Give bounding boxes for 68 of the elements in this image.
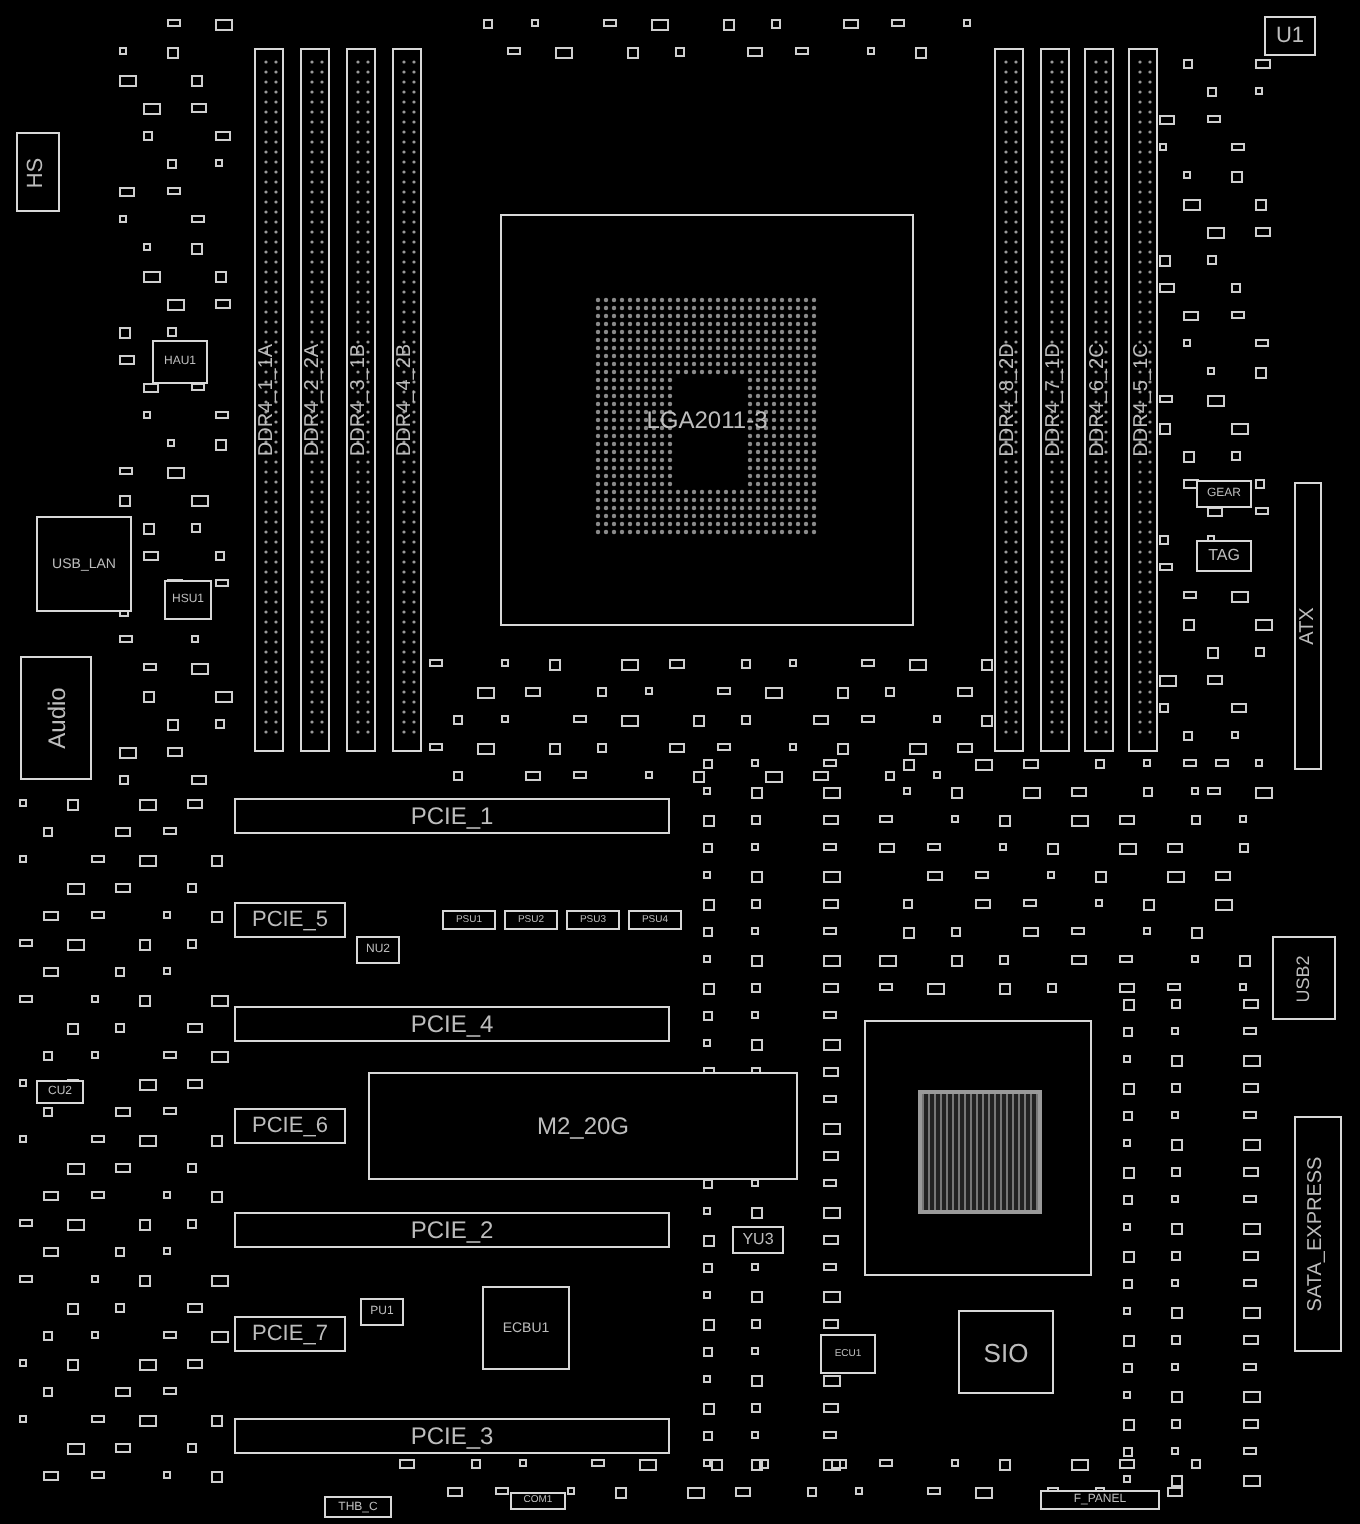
component-label: USB2: [1295, 954, 1313, 1002]
component-label: PCIE_4: [410, 1012, 494, 1036]
component-label: DDR4_3_1B: [351, 343, 371, 457]
component-outline: [1272, 936, 1336, 1020]
component-outline: [510, 1492, 566, 1510]
component-outline: [1196, 480, 1252, 508]
component-outline: [20, 656, 92, 780]
component-outline: [360, 1298, 404, 1326]
component-label: TAG: [1208, 548, 1240, 564]
component-outline: [16, 132, 60, 212]
component-outline: [234, 1418, 670, 1454]
component-outline: [1264, 16, 1316, 56]
component-label: PCIE_1: [410, 804, 494, 828]
component-label: U1: [1275, 25, 1305, 47]
component-outline: [368, 1072, 798, 1180]
component-outline: [958, 1310, 1054, 1394]
component-outline: [234, 1006, 670, 1042]
memory-slot: [392, 48, 422, 752]
component-label: M2_20G: [536, 1114, 630, 1138]
component-outline: [1294, 1116, 1342, 1352]
component-outline: [234, 1108, 346, 1144]
component-label: DDR4_7_1D: [1045, 343, 1065, 457]
component-label: PCIE_6: [252, 1115, 328, 1137]
component-outline: [442, 910, 496, 930]
component-label: PCIE_7: [252, 1323, 328, 1345]
component-outline: [356, 936, 400, 964]
component-outline: [164, 580, 212, 620]
component-outline: [234, 1316, 346, 1352]
component-outline: [628, 910, 682, 930]
component-label: LGA2011-3: [646, 408, 768, 432]
component-label: PCIE_3: [410, 1424, 494, 1448]
memory-slot: [1040, 48, 1070, 752]
memory-slot: [1128, 48, 1158, 752]
component-outline: [324, 1496, 392, 1518]
component-outline: [1196, 540, 1252, 572]
component-outline: [482, 1286, 570, 1370]
component-label: SIO: [983, 1339, 1029, 1365]
memory-slot: [1084, 48, 1114, 752]
component-label: DDR4_1_1A: [259, 343, 279, 457]
component-label: PCIE_2: [410, 1218, 494, 1242]
memory-slot: [254, 48, 284, 752]
memory-slot: [300, 48, 330, 752]
component-label: DDR4_8_2D: [999, 343, 1019, 457]
component-outline: [732, 1226, 784, 1254]
component-label: DDR4_4_2B: [397, 343, 417, 457]
memory-slot: [346, 48, 376, 752]
component-label: SATA_EXPRESS: [1308, 1156, 1328, 1312]
component-outline: [820, 1334, 876, 1374]
component-outline: [566, 910, 620, 930]
component-outline: [234, 902, 346, 938]
component-outline: [234, 798, 670, 834]
component-label: PCIE_5: [252, 909, 328, 931]
component-label: DDR4_5_1C: [1133, 343, 1153, 457]
component-outline: [234, 1212, 670, 1248]
component-label: ATX: [1298, 607, 1318, 645]
component-label: YU3: [742, 1232, 774, 1248]
component-outline: [152, 340, 208, 384]
component-label: Audio: [44, 687, 68, 749]
cpu-socket: [500, 214, 914, 626]
component-label: HS: [27, 156, 49, 188]
component-outline: [36, 1080, 84, 1104]
component-outline: [1040, 1490, 1160, 1510]
component-outline: [1294, 482, 1322, 770]
component-outline: [36, 516, 132, 612]
component-outline: [504, 910, 558, 930]
component-label: DDR4_2_2A: [305, 343, 325, 457]
memory-slot: [994, 48, 1024, 752]
component-label: DDR4_6_2C: [1089, 343, 1109, 457]
